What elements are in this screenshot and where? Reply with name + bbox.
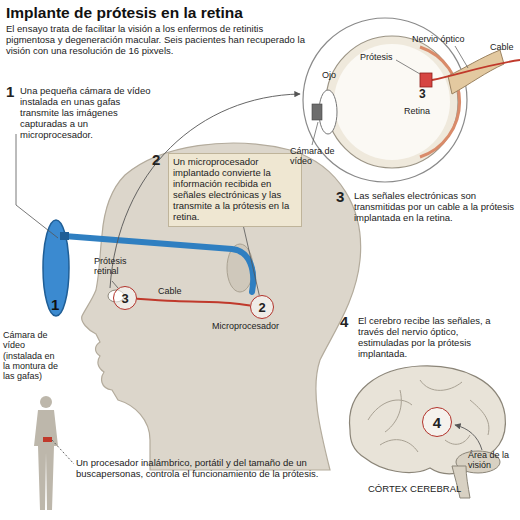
part-label: Prótesis	[360, 52, 393, 62]
part-label: Nervio óptico	[412, 34, 502, 44]
note-text: Un procesador inalámbrico, portátil y de…	[76, 458, 321, 480]
step-number: 3	[336, 188, 344, 205]
part-label: CÓRTEX CEREBRAL	[368, 484, 461, 495]
callout-number: 1	[51, 296, 59, 313]
retinal-prosthesis	[420, 73, 432, 87]
inset-camera	[312, 104, 322, 120]
part-label: Ojo	[322, 70, 336, 80]
glasses-temple	[64, 236, 253, 292]
leader-line	[312, 122, 318, 145]
vitreous	[334, 44, 450, 160]
leader-line	[243, 227, 259, 296]
part-label: Prótesis retinal	[94, 256, 146, 277]
person-head	[40, 396, 52, 408]
leader-line	[16, 134, 58, 238]
step-text: Una pequeña cámara de vídeo instalada en…	[20, 86, 160, 141]
leader-line	[396, 60, 420, 74]
text-box: 2Un microprocesador implantado convierte…	[168, 153, 302, 227]
optic-nerve	[448, 50, 504, 94]
dotted-leader	[52, 440, 74, 464]
step-number: 1	[6, 83, 14, 100]
step-text: El cerebro recibe las señales, a través …	[358, 316, 493, 360]
callout-circle: 2	[250, 295, 274, 319]
step-number: 2	[152, 151, 160, 168]
part-label: Cámara de vídeo	[290, 146, 340, 167]
callout-circle: 4	[422, 407, 452, 437]
part-label: Cámara de vídeo (instalada en la montura…	[3, 330, 61, 382]
person-body	[34, 410, 58, 510]
part-label: Cable	[490, 42, 514, 52]
part-label: Área de la visión	[468, 450, 518, 471]
zoom-arrow	[110, 94, 300, 288]
glasses-lens	[43, 220, 69, 316]
brain-gyri	[368, 380, 489, 452]
head-silhouette	[82, 143, 361, 470]
wire-label: Cable	[158, 286, 182, 296]
callout-number: 4	[433, 415, 441, 430]
step-number: 4	[340, 313, 348, 330]
retina-layer	[420, 47, 460, 157]
leader-line	[112, 281, 118, 288]
box-text: Un microprocesador implantado convierte …	[173, 157, 297, 223]
intro-text: El ensayo trata de facilitar la visión a…	[6, 24, 311, 57]
wireless-processor	[43, 437, 52, 442]
part-label: Retina	[404, 106, 430, 116]
callout-number: 3	[419, 88, 426, 102]
callout-circle: 3	[113, 286, 137, 310]
callout-number: 3	[121, 292, 128, 305]
vision-area-arrow	[455, 425, 482, 450]
step-text: Las señales electrónicas son transmitida…	[354, 191, 514, 224]
cable-wire	[137, 299, 250, 306]
callout-number: 2	[258, 301, 265, 314]
leader-line	[455, 46, 468, 68]
title: Implante de prótesis en la retina	[6, 4, 243, 22]
video-camera	[60, 232, 69, 240]
part-label: Microprocesador	[212, 321, 279, 331]
inset-cable	[432, 60, 520, 80]
